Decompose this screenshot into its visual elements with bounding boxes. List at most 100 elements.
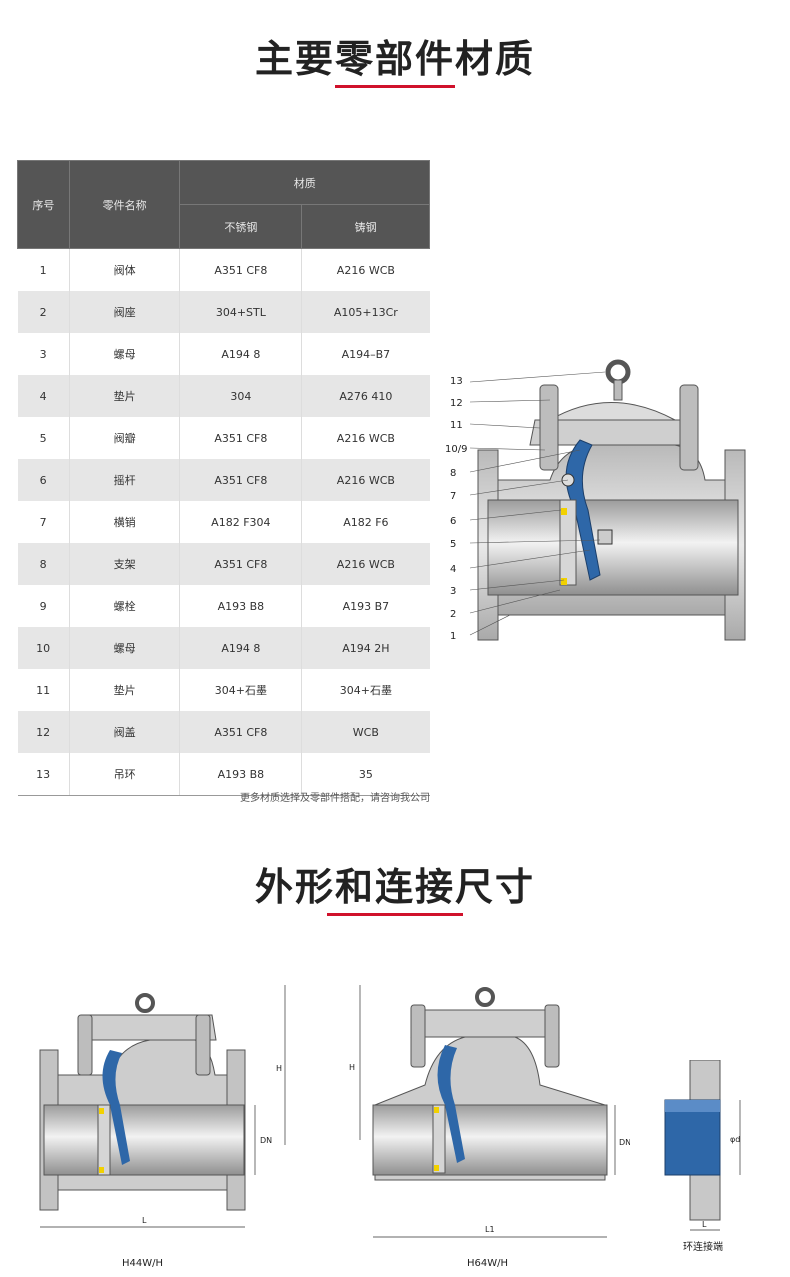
callout-5: 5 bbox=[450, 539, 456, 550]
cell-stainless: 304+STL bbox=[179, 291, 303, 333]
cell-cast: A216 WCB bbox=[336, 263, 395, 277]
cell-cast: A105+13Cr bbox=[301, 291, 430, 333]
header-material: 材质 bbox=[179, 160, 430, 205]
cell-no: 3 bbox=[17, 333, 70, 375]
h64-caption: H64W/H bbox=[467, 1258, 509, 1269]
h64-h-label: H bbox=[349, 1063, 355, 1072]
callout-lines bbox=[469, 371, 606, 636]
cell-stainless: A351 CF8 bbox=[179, 543, 303, 585]
cell-stainless: A194 8 bbox=[179, 333, 303, 375]
h64-drawing: L1 H DN bbox=[349, 985, 630, 1238]
h64-l1-label: L1 bbox=[485, 1225, 495, 1234]
cell-no: 7 bbox=[17, 501, 70, 543]
lifting-eye bbox=[605, 359, 631, 401]
callout-3: 3 bbox=[450, 586, 456, 597]
cell-name: 阀座 bbox=[69, 291, 181, 333]
valve-body bbox=[477, 402, 746, 641]
callout-10-9: 10/9 bbox=[445, 444, 467, 455]
callout-11: 11 bbox=[450, 420, 463, 431]
cell-name: 螺母 bbox=[69, 333, 181, 375]
ring-d-label: φd bbox=[730, 1135, 740, 1144]
section-title-materials: 主要零部件材质 bbox=[254, 37, 535, 81]
callout-8: 8 bbox=[450, 468, 456, 479]
cell-stainless: 304 bbox=[179, 375, 303, 417]
cell-cast: 35 bbox=[301, 753, 430, 796]
cell-cast: A216 WCB bbox=[336, 431, 395, 445]
cell-name: 垫片 bbox=[69, 375, 181, 417]
cell-stainless: A193 B8 bbox=[179, 753, 303, 796]
cell-no: 12 bbox=[17, 711, 70, 753]
h44-dn-label: DN bbox=[260, 1136, 272, 1145]
cell-stainless: A193 B8 bbox=[179, 585, 303, 627]
cell-name: 垫片 bbox=[69, 669, 181, 711]
cell-cast: 304+石墨 bbox=[339, 684, 392, 697]
cell-no: 11 bbox=[17, 669, 70, 711]
callout-6: 6 bbox=[450, 516, 456, 527]
ring-l-label: L bbox=[702, 1220, 707, 1229]
cell-name: 支架 bbox=[69, 543, 181, 585]
ring-joint-drawing: φd L bbox=[664, 1060, 740, 1231]
cell-name: 横销 bbox=[69, 501, 181, 543]
cell-no: 6 bbox=[17, 459, 70, 501]
h44-caption: H44W/H bbox=[122, 1258, 164, 1269]
cell-stainless: A194 8 bbox=[179, 627, 303, 669]
cell-cast: A216 WCB bbox=[301, 543, 430, 585]
cell-stainless: A351 CF8 bbox=[179, 248, 303, 291]
valve-section-drawing: 13 12 11 10/9 8 7 6 5 4 3 2 1 bbox=[445, 359, 746, 642]
callout-4: 4 bbox=[450, 564, 456, 575]
cell-name: 螺母 bbox=[69, 627, 181, 669]
cell-stainless: A182 F304 bbox=[179, 501, 303, 543]
title-underline bbox=[335, 85, 455, 88]
cell-name: 阀体 bbox=[69, 248, 181, 291]
cell-no: 2 bbox=[17, 291, 70, 333]
h44-drawing: L H DN bbox=[39, 985, 286, 1228]
header-stainless: 不锈钢 bbox=[179, 204, 303, 249]
bolts bbox=[539, 384, 699, 471]
cell-no: 8 bbox=[17, 543, 70, 585]
cell-no: 1 bbox=[17, 248, 70, 291]
cell-no: 13 bbox=[17, 753, 70, 796]
header-no: 序号 bbox=[17, 160, 70, 249]
cell-cast: A193 B7 bbox=[342, 599, 390, 613]
cell-name: 吊环 bbox=[69, 753, 181, 796]
callout-7: 7 bbox=[450, 491, 456, 502]
h44-l-label: L bbox=[142, 1216, 147, 1225]
cell-stainless: A351 CF8 bbox=[179, 711, 303, 753]
cell-cast: A216 WCB bbox=[301, 459, 430, 501]
cell-cast: A276 410 bbox=[301, 375, 430, 417]
callout-12: 12 bbox=[450, 398, 463, 409]
cell-no: 5 bbox=[17, 417, 70, 459]
cell-cast: WCB bbox=[301, 711, 430, 753]
cell-stainless: 304+石墨 bbox=[179, 669, 303, 711]
cell-name: 摇杆 bbox=[69, 459, 181, 501]
cell-cast: A182 F6 bbox=[343, 515, 389, 529]
cell-cast: A194 2H bbox=[301, 627, 430, 669]
cell-no: 10 bbox=[17, 627, 70, 669]
table-note: 更多材质选择及零部件搭配，请咨询我公司 bbox=[240, 793, 430, 804]
cell-stainless: A351 CF8 bbox=[179, 417, 303, 459]
h64-dn-label: DN bbox=[619, 1138, 630, 1147]
cell-name: 阀瓣 bbox=[69, 417, 181, 459]
callout-2: 2 bbox=[450, 609, 456, 620]
header-cast: 铸钢 bbox=[301, 204, 430, 249]
title-underline-2 bbox=[327, 913, 463, 916]
cell-no: 4 bbox=[17, 375, 70, 417]
cell-cast: A194–B7 bbox=[341, 347, 391, 361]
callout-1: 1 bbox=[450, 631, 456, 642]
ring-caption: 环连接端 bbox=[683, 1242, 723, 1253]
cell-no: 9 bbox=[17, 585, 70, 627]
callout-13: 13 bbox=[450, 376, 463, 387]
cell-name: 阀盖 bbox=[69, 711, 181, 753]
